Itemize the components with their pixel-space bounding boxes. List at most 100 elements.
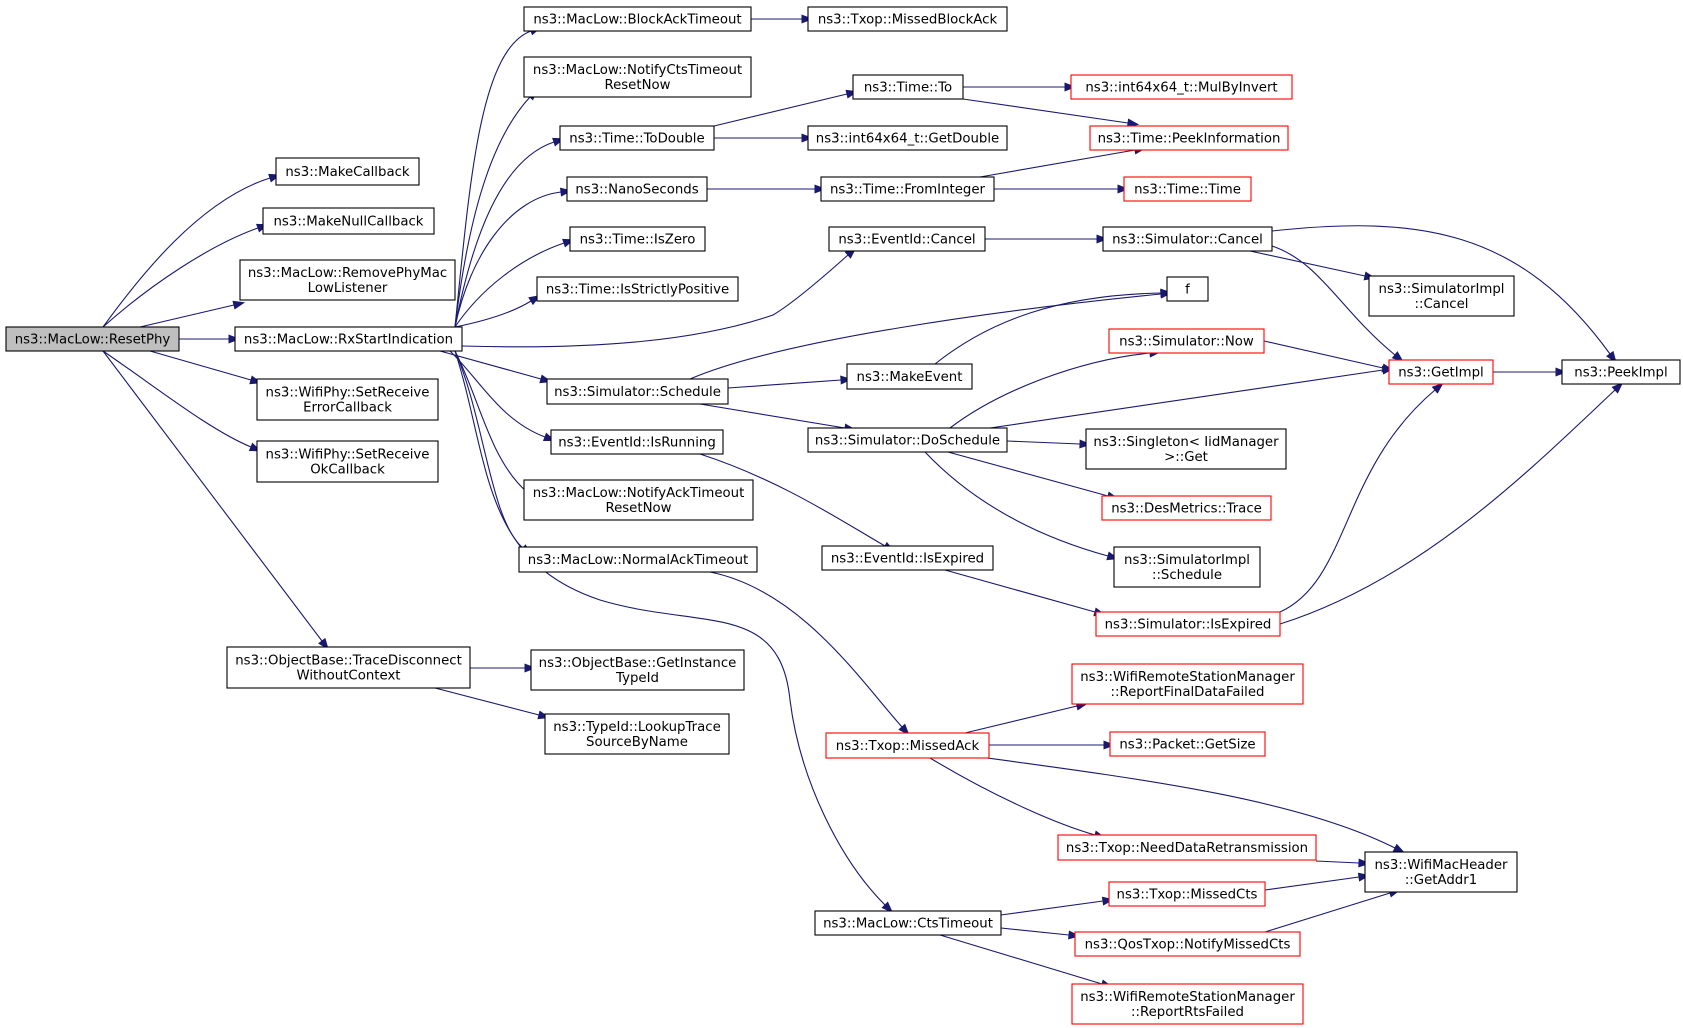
node-isexpired[interactable]: ns3::EventId::IsExpired	[821, 545, 994, 571]
node-getdouble[interactable]: ns3::int64x64_t::GetDouble	[807, 125, 1008, 151]
node-getimpl[interactable]: ns3::GetImpl	[1388, 359, 1494, 385]
node-todouble[interactable]: ns3::Time::ToDouble	[559, 125, 715, 151]
node-box	[5, 326, 180, 352]
node-timetime[interactable]: ns3::Time::Time	[1123, 176, 1252, 202]
arrowhead-icon	[1064, 82, 1077, 92]
node-box	[1101, 495, 1272, 521]
call-edge-tracedisc-to-getinst	[470, 663, 537, 673]
edge-line	[139, 304, 235, 328]
call-edge-rxstart-to-isstrict	[454, 294, 541, 328]
node-label: OkCallback	[310, 463, 385, 478]
call-edge-getimpl-to-peekimpl	[1493, 367, 1568, 377]
node-needretrans[interactable]: ns3::Txop::NeedDataRetransmission	[1057, 834, 1317, 861]
node-box	[523, 6, 752, 32]
node-tracedisc[interactable]: ns3::ObjectBase::TraceDisconnectWithoutC…	[226, 646, 471, 689]
edge-line	[947, 451, 1109, 497]
edge-line	[1264, 876, 1360, 891]
node-label: ::GetAddr1	[1405, 873, 1477, 888]
node-getsize[interactable]: ns3::Packet::GetSize	[1109, 731, 1266, 757]
node-simnow[interactable]: ns3::Simulator::Now	[1108, 328, 1265, 354]
call-edge-schedule-to-makeevent	[727, 375, 853, 389]
node-label: ns3::Simulator::Now	[1119, 335, 1254, 350]
node-peekimpl[interactable]: ns3::PeekImpl	[1561, 359, 1681, 385]
node-reportfinal[interactable]: ns3::WifiRemoteStationManager::ReportFin…	[1071, 663, 1304, 705]
call-edge-root-to-seterr	[149, 350, 262, 385]
node-label: ns3::WifiRemoteStationManager	[1080, 990, 1295, 1005]
node-schedule[interactable]: ns3::Simulator::Schedule	[546, 378, 729, 405]
node-implcancel[interactable]: ns3::SimulatorImpl::Cancel	[1368, 275, 1515, 317]
node-makeevent[interactable]: ns3::MakeEvent	[846, 363, 973, 390]
edge-line	[454, 96, 531, 328]
node-label: ns3::MacLow::CtsTimeout	[823, 917, 993, 932]
node-normalack[interactable]: ns3::MacLow::NormalAckTimeout	[518, 546, 758, 573]
node-evcancel[interactable]: ns3::EventId::Cancel	[828, 226, 986, 252]
node-iszero[interactable]: ns3::Time::IsZero	[569, 226, 706, 252]
node-blockack[interactable]: ns3::MacLow::BlockAckTimeout	[523, 6, 752, 32]
node-label: SourceByName	[586, 735, 688, 750]
edge-line	[454, 350, 886, 906]
node-missedcts[interactable]: ns3::Txop::MissedCts	[1108, 881, 1266, 907]
node-box	[275, 157, 420, 186]
edge-line	[979, 149, 1136, 178]
node-label: ns3::MacLow::NormalAckTimeout	[528, 553, 748, 568]
edge-line	[713, 93, 848, 127]
call-edge-rxstart-to-notifyack	[454, 350, 536, 500]
node-label: ResetNow	[605, 501, 671, 516]
node-nanosec[interactable]: ns3::NanoSeconds	[566, 176, 708, 202]
node-label: ns3::WifiMacHeader	[1374, 858, 1508, 873]
node-makecb[interactable]: ns3::MakeCallback	[275, 157, 420, 186]
node-label: ns3::MacLow::NotifyCtsTimeout	[533, 63, 742, 78]
node-label: ns3::MakeEvent	[857, 370, 963, 385]
node-missedack[interactable]: ns3::Txop::MissedAck	[825, 732, 990, 759]
node-label: ns3::Packet::GetSize	[1119, 738, 1255, 753]
node-implschedule[interactable]: ns3::SimulatorImpl::Schedule	[1113, 546, 1261, 588]
node-doschedule[interactable]: ns3::Simulator::DoSchedule	[807, 427, 1008, 453]
node-ctstimeout[interactable]: ns3::MacLow::CtsTimeout	[814, 910, 1002, 936]
node-desmetrics[interactable]: ns3::DesMetrics::Trace	[1101, 495, 1272, 521]
node-isstrict[interactable]: ns3::Time::IsStrictlyPositive	[536, 276, 739, 302]
node-singleton[interactable]: ns3::Singleton< IidManager >::Get	[1085, 428, 1287, 470]
node-root[interactable]: ns3::MacLow::ResetPhy	[5, 326, 180, 352]
node-box	[1089, 125, 1289, 151]
node-rxstart[interactable]: ns3::MacLow::RxStartIndication	[234, 326, 463, 352]
node-simisexpired[interactable]: ns3::Simulator::IsExpired	[1095, 611, 1281, 637]
node-label: ns3::Time::IsZero	[580, 233, 696, 248]
edge-line	[924, 451, 1109, 557]
node-label: ns3::TypeId::LookupTrace	[553, 720, 721, 735]
arrowhead-icon	[1611, 382, 1624, 394]
edge-line	[454, 350, 524, 549]
node-f[interactable]: f	[1166, 276, 1209, 302]
edge-line	[929, 757, 1096, 836]
edge-line	[989, 369, 1384, 429]
node-peekinfo[interactable]: ns3::Time::PeekInformation	[1089, 125, 1289, 151]
call-edge-doschedule-to-simnow	[949, 348, 1162, 429]
node-label: ns3::Simulator::Schedule	[554, 385, 721, 400]
node-label: ns3::MacLow::ResetPhy	[15, 333, 171, 348]
node-makenullcb[interactable]: ns3::MakeNullCallback	[262, 207, 435, 235]
node-frominteger[interactable]: ns3::Time::FromInteger	[820, 176, 995, 202]
node-timeto[interactable]: ns3::Time::To	[852, 74, 964, 100]
node-getaddr1[interactable]: ns3::WifiMacHeader::GetAddr1	[1364, 851, 1518, 893]
node-reportrts[interactable]: ns3::WifiRemoteStationManager::ReportRts…	[1071, 983, 1304, 1025]
arrowhead-icon	[1096, 234, 1109, 244]
edge-line	[1000, 927, 1070, 936]
node-qosnotify[interactable]: ns3::QosTxop::NotifyMissedCts	[1074, 931, 1301, 957]
node-isrunning[interactable]: ns3::EventId::IsRunning	[550, 429, 724, 455]
edge-line	[1279, 389, 1436, 613]
node-simcancel[interactable]: ns3::Simulator::Cancel	[1102, 226, 1273, 252]
arrowhead-icon	[318, 637, 329, 651]
node-box	[226, 646, 471, 689]
arrowhead-icon	[801, 133, 814, 143]
node-missedblock[interactable]: ns3::Txop::MissedBlockAck	[807, 6, 1008, 32]
node-label: ns3::Time::FromInteger	[830, 183, 986, 198]
edge-line	[1263, 340, 1384, 369]
call-edge-root-to-removephy	[139, 300, 246, 328]
node-mulbyinvert[interactable]: ns3::int64x64_t::MulByInvert	[1070, 74, 1293, 100]
